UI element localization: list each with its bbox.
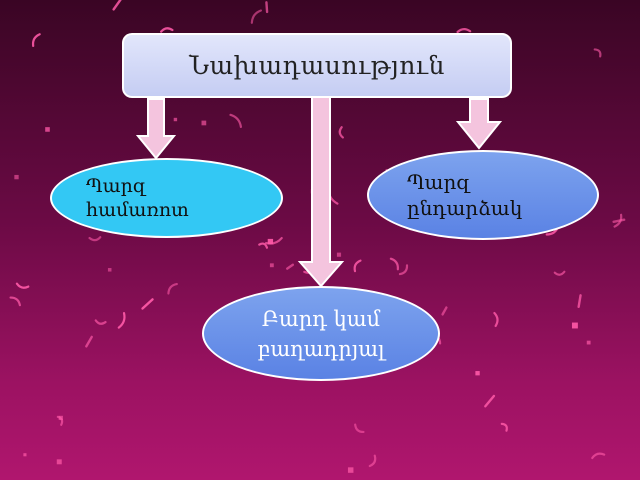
confetti-piece [368, 454, 377, 468]
confetti-piece [571, 322, 578, 329]
title-text: Նախադասություն [189, 51, 445, 80]
confetti-piece [117, 312, 126, 329]
confetti-piece [500, 422, 508, 432]
arrow-to-right-node [455, 98, 503, 150]
confetti-piece [612, 218, 626, 223]
bottom-node: Բարդ կամ բաղադրյալ [202, 286, 440, 381]
confetti-piece [347, 467, 354, 473]
confetti-piece [475, 371, 480, 376]
confetti-piece [493, 311, 499, 328]
confetti-piece [265, 236, 283, 245]
arrow-to-left-node [135, 98, 177, 160]
confetti-piece [586, 340, 591, 345]
confetti-piece [107, 268, 112, 272]
title-box: Նախադասություն [122, 33, 512, 98]
confetti-piece [14, 174, 19, 180]
confetti-piece [593, 48, 602, 58]
confetti-piece [160, 27, 174, 33]
confetti-piece [258, 242, 269, 249]
confetti-piece [94, 319, 107, 325]
confetti-piece [336, 252, 342, 257]
bottom-node-line1: Բարդ կամ [261, 306, 381, 331]
confetti-piece [85, 335, 93, 348]
confetti-piece [456, 28, 472, 34]
confetti-piece [267, 238, 274, 245]
confetti-piece [389, 257, 399, 271]
confetti-piece [31, 33, 41, 48]
confetti-piece [173, 117, 178, 122]
right-node-line1: Պարզ [407, 170, 471, 194]
right-node-line2: ընդարձակ [407, 196, 523, 220]
confetti-piece [23, 453, 27, 457]
confetti-piece [398, 264, 409, 276]
bottom-node-line2: բաղադրյալ [257, 336, 385, 361]
right-node: Պարզ ընդարձակ [367, 150, 599, 240]
confetti-piece [354, 423, 365, 434]
confetti-piece [15, 282, 30, 289]
left-node: Պարզ համառոտ [50, 158, 283, 238]
confetti-piece [484, 394, 496, 408]
confetti-piece [577, 294, 582, 309]
confetti-piece [591, 452, 606, 460]
confetti-piece [613, 213, 623, 228]
confetti-piece [201, 120, 207, 126]
confetti-piece [45, 127, 50, 132]
confetti-piece [229, 113, 243, 129]
arrow-to-bottom-node [297, 73, 345, 288]
confetti-piece [56, 415, 64, 426]
confetti-piece [167, 282, 178, 295]
confetti-piece [112, 0, 123, 11]
left-node-line1: Պարզ [86, 175, 146, 197]
confetti-piece [56, 459, 62, 465]
confetti-piece [9, 296, 21, 307]
confetti-piece [353, 259, 362, 273]
confetti-piece [338, 126, 344, 139]
confetti-piece [250, 9, 262, 24]
confetti-piece [265, 1, 269, 14]
confetti-piece [269, 263, 274, 268]
confetti-piece [286, 263, 295, 270]
left-node-line2: համառոտ [86, 199, 189, 221]
confetti-piece [141, 298, 154, 310]
confetti-piece [553, 270, 566, 276]
confetti-piece [88, 236, 102, 242]
confetti-piece [441, 306, 448, 316]
